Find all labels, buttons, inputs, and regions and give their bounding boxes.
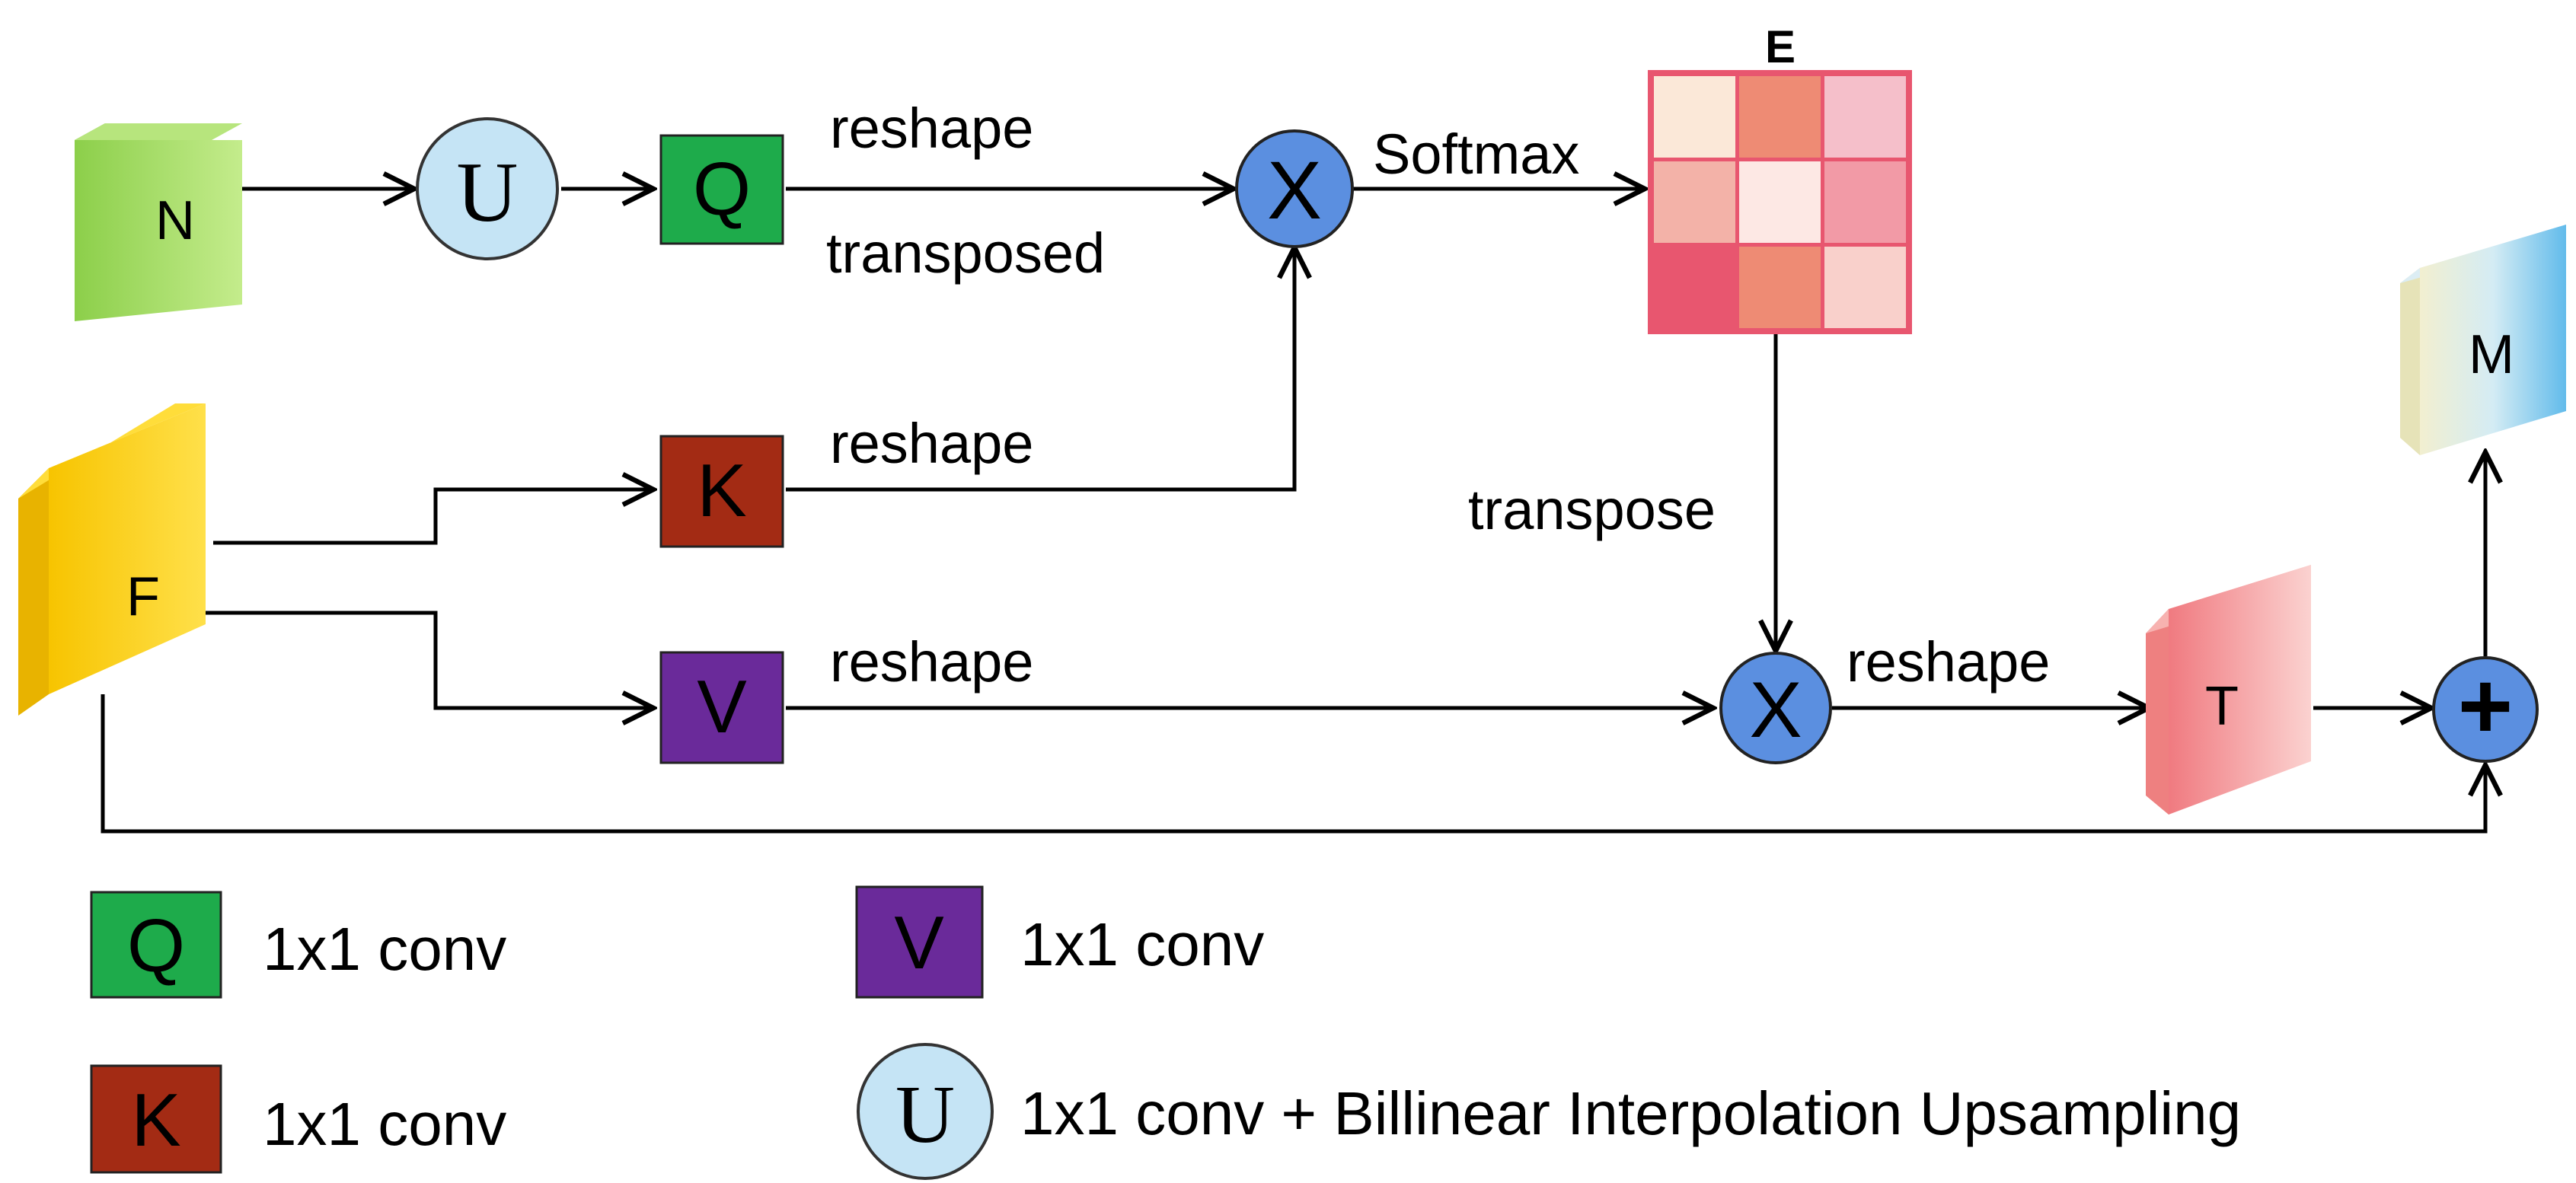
node-e-label: E	[1765, 21, 1796, 72]
e-matrix-cell	[1824, 76, 1906, 158]
legend-k-box	[90, 1064, 222, 1174]
label-k-reshape: reshape	[830, 412, 1033, 475]
node-plus-label: +	[2458, 654, 2513, 759]
legend-q-symbol: Q	[127, 904, 185, 987]
legend-u-circle	[857, 1043, 994, 1180]
label-transpose: transpose	[1468, 478, 1716, 541]
node-v-label: V	[697, 665, 746, 748]
node-m-side	[2400, 268, 2420, 455]
edge-f-v	[204, 611, 653, 708]
node-mult1-label: X	[1267, 144, 1322, 236]
legend-k-desc: 1x1 conv	[263, 1090, 506, 1158]
node-n-top	[75, 123, 242, 140]
e-matrix-cell	[1739, 161, 1821, 243]
node-m: M	[2400, 225, 2566, 455]
legend-q-desc: 1x1 conv	[263, 915, 506, 983]
e-matrix-cell	[1654, 161, 1735, 243]
e-matrix-cell	[1824, 161, 1906, 243]
node-plus-circle	[2432, 656, 2539, 763]
node-plus: +	[2432, 654, 2539, 763]
node-v-box	[659, 651, 784, 764]
legend: Q 1x1 conv K 1x1 conv V 1x1 conv U 1x1 c…	[90, 885, 2241, 1180]
node-mult1: X	[1235, 129, 1354, 248]
node-e: E	[1648, 21, 1912, 334]
node-k: K	[659, 435, 784, 548]
node-f-front	[49, 403, 206, 694]
node-mult2: X	[1719, 652, 1832, 764]
legend-u-symbol: U	[895, 1070, 955, 1160]
node-t-front	[2169, 565, 2311, 815]
node-mult2-label: X	[1749, 666, 1802, 754]
legend-v-desc: 1x1 conv	[1020, 910, 1264, 978]
node-f-label: F	[126, 566, 160, 627]
node-t-label: T	[2205, 676, 2239, 737]
label-q-transposed: transposed	[826, 222, 1105, 285]
label-q-reshape: reshape	[830, 97, 1033, 160]
legend-q-box	[90, 891, 222, 999]
e-matrix-cell	[1654, 247, 1735, 328]
node-u-label: U	[457, 145, 519, 240]
legend-k-symbol: K	[131, 1078, 180, 1162]
node-mult1-circle	[1235, 129, 1354, 248]
node-n-front	[75, 140, 242, 321]
node-q-label: Q	[693, 147, 751, 231]
e-matrix-grid	[1648, 70, 1912, 334]
node-n: N	[75, 123, 242, 321]
node-t: T	[2146, 565, 2311, 815]
e-matrix-cell	[1824, 247, 1906, 328]
node-q: Q	[659, 134, 784, 245]
legend-v-box	[855, 885, 984, 999]
legend-u: U 1x1 conv + Billinear Interpolation Ups…	[857, 1043, 2241, 1180]
legend-v: V 1x1 conv	[855, 885, 1264, 999]
node-v: V	[659, 651, 784, 764]
node-f-side	[18, 468, 49, 716]
node-m-front	[2420, 225, 2566, 455]
node-k-box	[659, 435, 784, 548]
label-softmax: Softmax	[1373, 123, 1579, 186]
node-mult2-circle	[1719, 652, 1832, 764]
node-t-side	[2146, 609, 2169, 815]
node-f: F	[18, 403, 206, 716]
node-n-label: N	[155, 190, 195, 251]
e-matrix-cell	[1739, 76, 1821, 158]
e-matrix-cell	[1739, 247, 1821, 328]
legend-k: K 1x1 conv	[90, 1064, 506, 1174]
legend-v-symbol: V	[894, 901, 943, 984]
node-k-label: K	[697, 448, 746, 532]
legend-u-desc: 1x1 conv + Billinear Interpolation Upsam…	[1020, 1079, 2241, 1147]
legend-q: Q 1x1 conv	[90, 891, 506, 999]
edge-f-k	[213, 489, 653, 545]
e-matrix-cell	[1654, 76, 1735, 158]
node-m-label: M	[2469, 324, 2514, 385]
node-q-box	[659, 134, 784, 245]
edge-f-plus	[101, 694, 2485, 834]
edges	[101, 189, 2485, 834]
node-u-circle	[416, 117, 559, 260]
label-v-reshape: reshape	[830, 630, 1033, 694]
node-u: U	[416, 117, 559, 260]
edge-k-mult1	[786, 247, 1294, 492]
label-t-reshape: reshape	[1847, 630, 2050, 694]
